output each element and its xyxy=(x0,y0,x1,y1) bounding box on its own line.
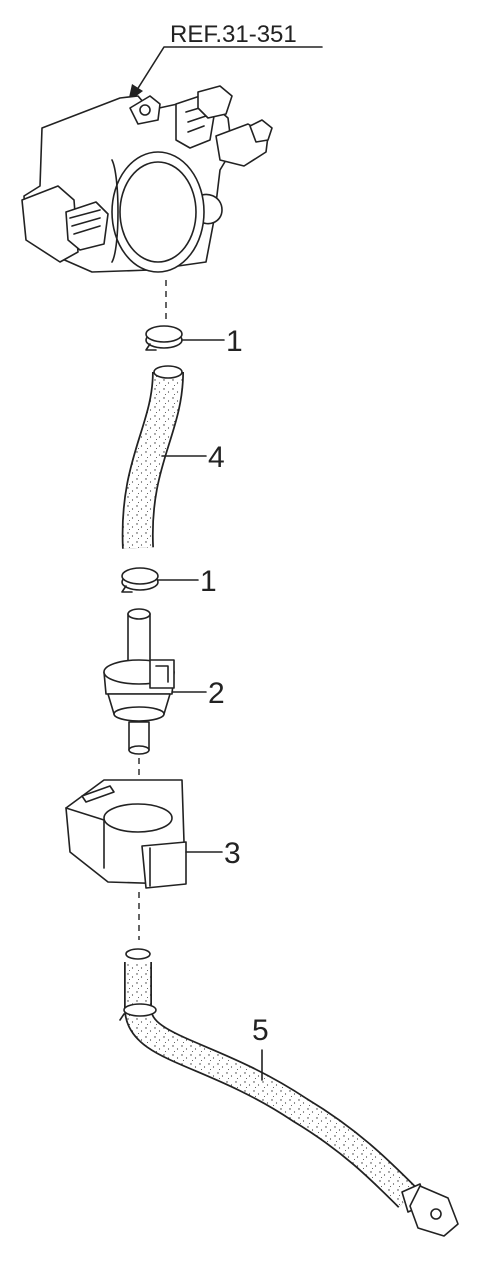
reference-leader xyxy=(134,46,323,94)
callout-1-lower: 1 xyxy=(200,565,217,598)
callout-3: 3 xyxy=(224,837,241,870)
callout-4: 4 xyxy=(208,441,225,474)
clip-lower xyxy=(121,567,159,593)
hose-short xyxy=(121,365,184,549)
hose-long xyxy=(119,948,459,1237)
callout-1-upper: 1 xyxy=(226,325,243,358)
reference-label: REF.31-351 xyxy=(170,21,297,48)
throttle-body xyxy=(21,85,273,273)
callout-2: 2 xyxy=(208,677,225,710)
clip-upper xyxy=(145,325,183,351)
bracket xyxy=(65,779,187,889)
valve xyxy=(103,608,175,755)
callout-5: 5 xyxy=(252,1014,269,1047)
